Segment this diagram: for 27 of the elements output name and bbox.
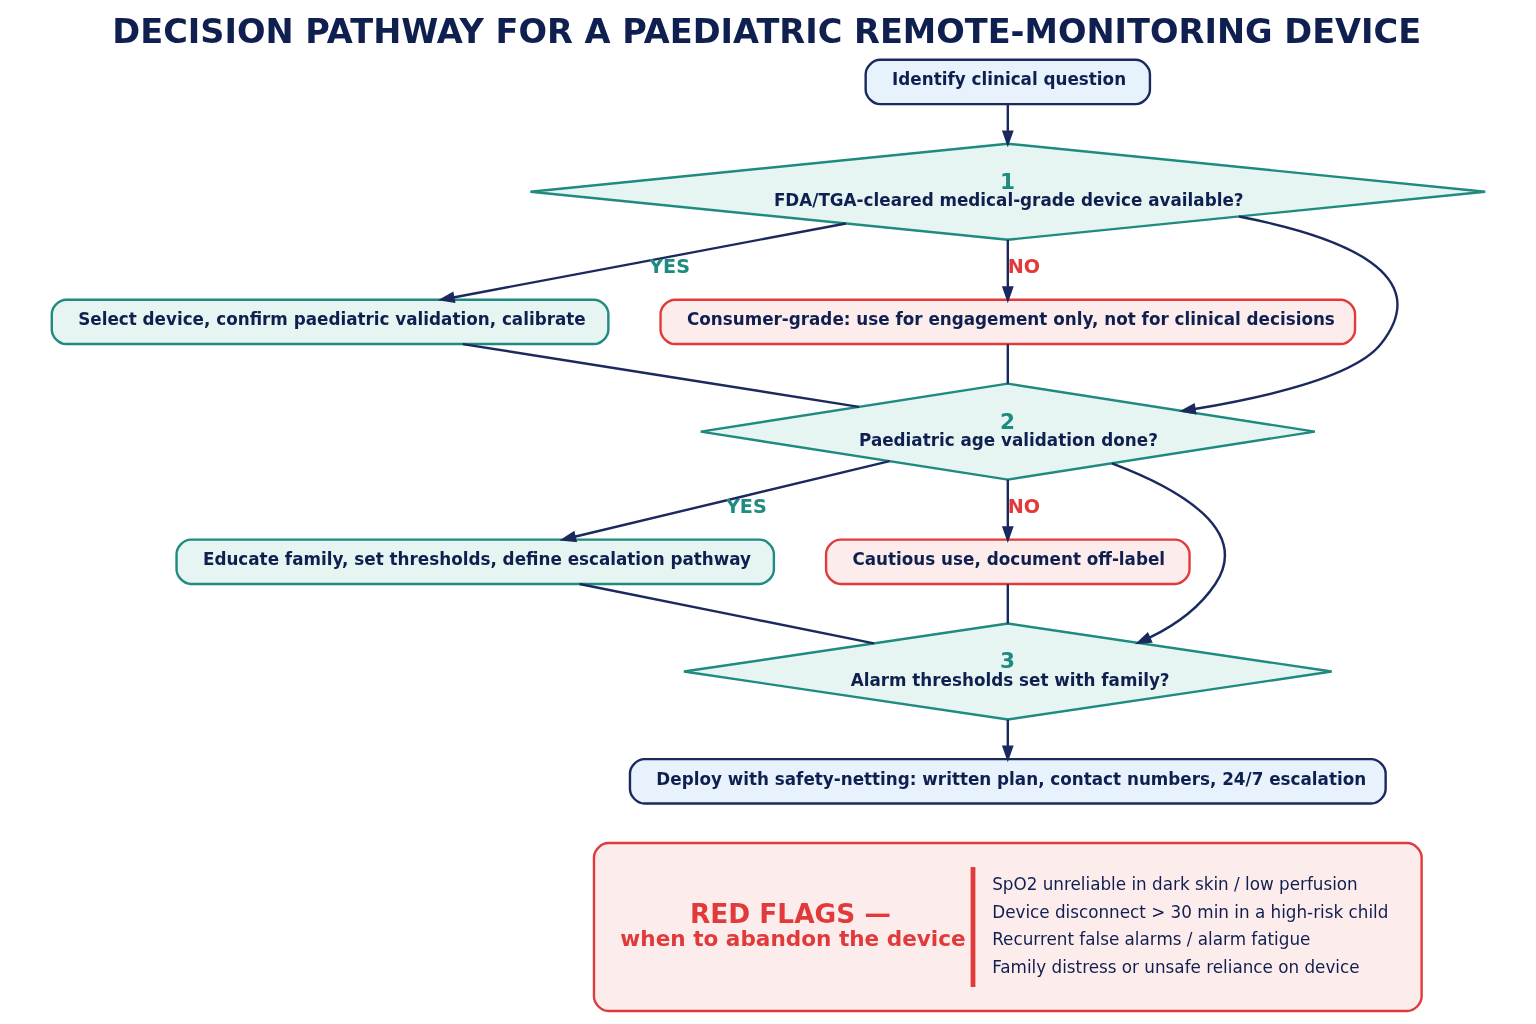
arrow <box>1001 239 1014 304</box>
edge-label: YES <box>648 255 690 279</box>
arrow <box>1001 104 1014 148</box>
arrow <box>1178 215 1398 415</box>
arrow <box>1111 462 1226 645</box>
connector <box>1006 344 1009 384</box>
diagram-title: DECISION PATHWAY FOR A PAEDIATRIC REMOTE-MONITORING DEVICE <box>111 12 1421 52</box>
edge-label: YES <box>725 494 767 518</box>
node-diamond: 3 Alarm thresholds set with family? <box>682 622 1333 721</box>
node-box: RED FLAGS — when to abandon the device SpO2 unreliable in dark skin / low perfusion Device disconnect > 30 min in a high-risk child Recurrent false alarms / alarm fatigue Family distress or unsafe reliance on device <box>592 841 1423 1013</box>
node-box: Select device, confirm paediatric validation, calibrate <box>50 298 610 346</box>
edge-label: NO <box>1007 494 1040 518</box>
connector <box>1006 584 1009 624</box>
arrow <box>437 222 846 303</box>
node-diamond: 1 FDA/TGA-cleared medical-grade device available? <box>528 142 1486 241</box>
arrow <box>1001 719 1014 763</box>
connector <box>578 582 874 645</box>
node-box: Cautious use, document off-label <box>824 538 1191 586</box>
node-box: Identify clinical question <box>863 58 1151 106</box>
edge-label: NO <box>1007 255 1040 279</box>
node-diamond: 2 Paediatric age validation done? <box>699 382 1316 481</box>
arrow <box>558 460 890 543</box>
node-box: Educate family, set thresholds, define escalation pathway <box>174 538 775 586</box>
connector <box>462 342 859 409</box>
node-box: Deploy with safety-netting: written plan, contact numbers, 24/7 escalation <box>628 757 1387 805</box>
node-box: Consumer-grade: use for engagement only, not for clinical decisions <box>658 298 1356 346</box>
arrow <box>1001 479 1014 544</box>
